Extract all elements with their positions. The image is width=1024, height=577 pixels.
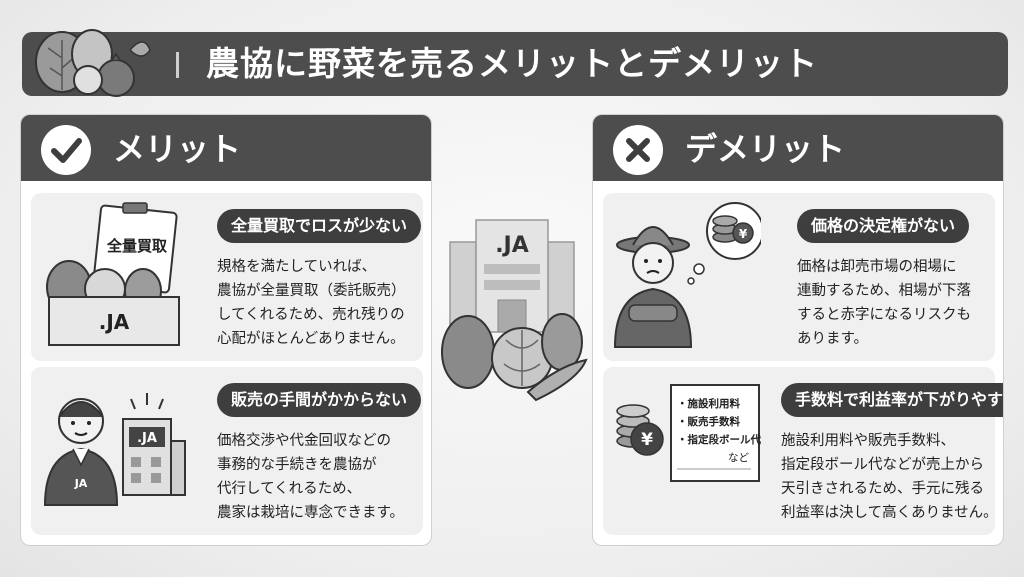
- fee-item: ・販売手数料: [677, 415, 740, 428]
- desc-line: 事務的な手続きを農協が: [217, 457, 377, 473]
- shirt-text: JA: [74, 477, 88, 490]
- title-bar: [22, 32, 1008, 96]
- demerit-card-description: 価格は卸売市場の相場に 連動するため、相場が下落 すると赤字になるリスクも あり…: [797, 255, 971, 351]
- merit-card-description: 規格を満たしていれば、 農協が全量買取（委託販売） してくれるため、売れ残りの …: [217, 255, 406, 351]
- desc-line: すると赤字になるリスクも: [797, 307, 971, 323]
- demerit-card-fees: ¥ ・施設利用料 ・販売手数料 ・指定段ボール代 など 手数料で利益率が下がりや…: [603, 367, 1003, 535]
- desc-line: 天引きされるため、手元に残る: [781, 481, 984, 497]
- merit-card-title: 全量買取でロスが少ない: [217, 209, 422, 243]
- demerit-card-no-pricing-power: ¥ 価格の決定権がない 価格は卸売市場の相場に 連動するため、相場が下落 すると…: [603, 193, 995, 361]
- center-ja-logo: .JA: [495, 233, 529, 258]
- fee-item: ・指定段ボール代: [677, 433, 761, 446]
- merit-card-description: 価格交渉や代金回収などの 事務的な手続きを農協が 代行してくれるため、 農家は栽…: [217, 429, 404, 525]
- desc-line: 代行してくれるため、: [217, 481, 362, 497]
- staff-and-building-icon: .JA JA: [43, 393, 186, 506]
- coins-and-fee-list-icon: ¥ ・施設利用料 ・販売手数料 ・指定段ボール代 など: [616, 384, 761, 482]
- sign-text: 全量買取: [106, 237, 168, 255]
- merit-header-label: メリット: [113, 130, 242, 168]
- page-title: 農協に野菜を売るメリットとデメリット: [206, 44, 818, 83]
- desc-line: 利益率は決して高くありません。: [781, 505, 998, 521]
- yen-symbol: ¥: [739, 227, 748, 241]
- demerit-header-label: デメリット: [685, 130, 846, 168]
- produce-box-icon: 全量買取 .JA: [46, 202, 180, 346]
- desc-line: 心配がほとんどありません。: [217, 331, 405, 347]
- desc-line: あります。: [797, 331, 869, 347]
- ja-building-vegetables-icon: .JA: [441, 219, 588, 402]
- worried-farmer-icon: ¥: [613, 202, 761, 348]
- ja-logo: .JA: [137, 431, 157, 446]
- desc-line: 価格は卸売市場の相場に: [797, 259, 957, 275]
- merit-panel: メリット 全量買取 .JA 全量買取でロスが少ない 規格を満たしていれば、 農協…: [20, 114, 432, 546]
- demerit-panel: デメリット ¥ 価格の決定権がない 価格は卸売市場の相場に 連動するため、相場が…: [592, 114, 1004, 546]
- ja-logo: .JA: [99, 310, 130, 334]
- desc-line: 規格を満たしていれば、: [217, 259, 377, 275]
- demerit-header: デメリット: [593, 115, 1003, 181]
- desc-line: してくれるため、売れ残りの: [217, 307, 405, 323]
- check-icon: [41, 125, 91, 175]
- merit-header: メリット: [21, 115, 431, 181]
- demerit-card-title: 手数料で利益率が下がりやすい: [781, 383, 1003, 417]
- vegetables-icon: [35, 29, 151, 97]
- desc-line: 農協が全量買取（委託販売）: [217, 283, 406, 299]
- desc-line: 農家は栽培に専念できます。: [217, 505, 405, 521]
- desc-line: 価格交渉や代金回収などの: [217, 433, 391, 449]
- fee-item: など: [728, 452, 749, 464]
- desc-line: 連動するため、相場が下落: [797, 283, 971, 299]
- merit-card-no-effort: .JA JA 販売の手間がかからない 価格交渉や代金回収などの 事務的な手続きを…: [31, 367, 423, 535]
- desc-line: 施設利用料や販売手数料、: [781, 433, 955, 449]
- desc-line: 指定段ボール代などが売上から: [781, 457, 984, 473]
- title-separator: [176, 52, 179, 78]
- cross-icon: [613, 125, 663, 175]
- fee-item: ・施設利用料: [677, 397, 740, 410]
- merit-card-full-purchase: 全量買取 .JA 全量買取でロスが少ない 規格を満たしていれば、 農協が全量買取…: [31, 193, 423, 361]
- merit-card-title: 販売の手間がかからない: [217, 383, 422, 417]
- demerit-card-description: 施設利用料や販売手数料、 指定段ボール代などが売上から 天引きされるため、手元に…: [781, 429, 998, 525]
- demerit-card-title: 価格の決定権がない: [797, 209, 970, 243]
- yen-symbol: ¥: [641, 430, 653, 450]
